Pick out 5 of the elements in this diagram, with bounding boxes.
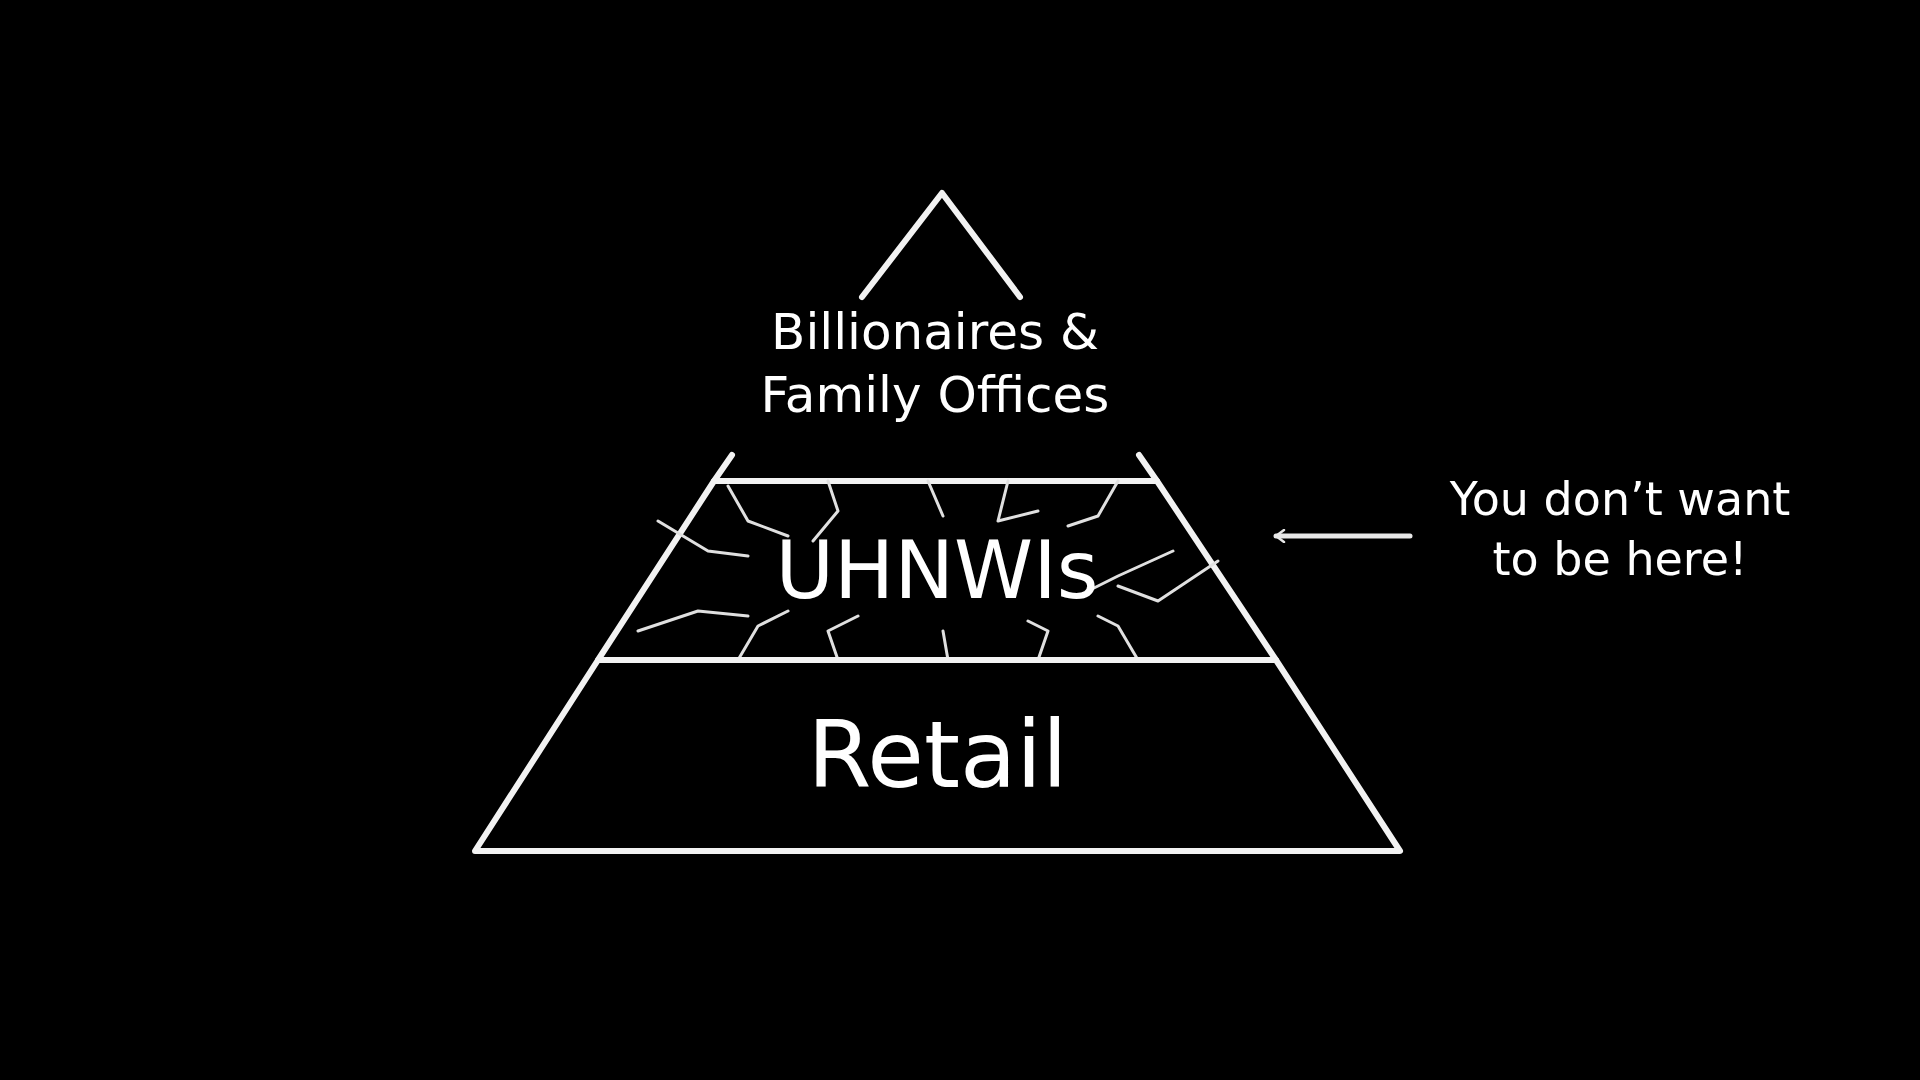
tier-label: Retail (807, 700, 1068, 811)
tier-label: Billionaires & Family Offices (760, 303, 1110, 424)
tier-label: UHNWIs (775, 522, 1099, 619)
arrow (1273, 528, 1413, 544)
annotation-text: You don’t want to be here! (1410, 455, 1830, 605)
